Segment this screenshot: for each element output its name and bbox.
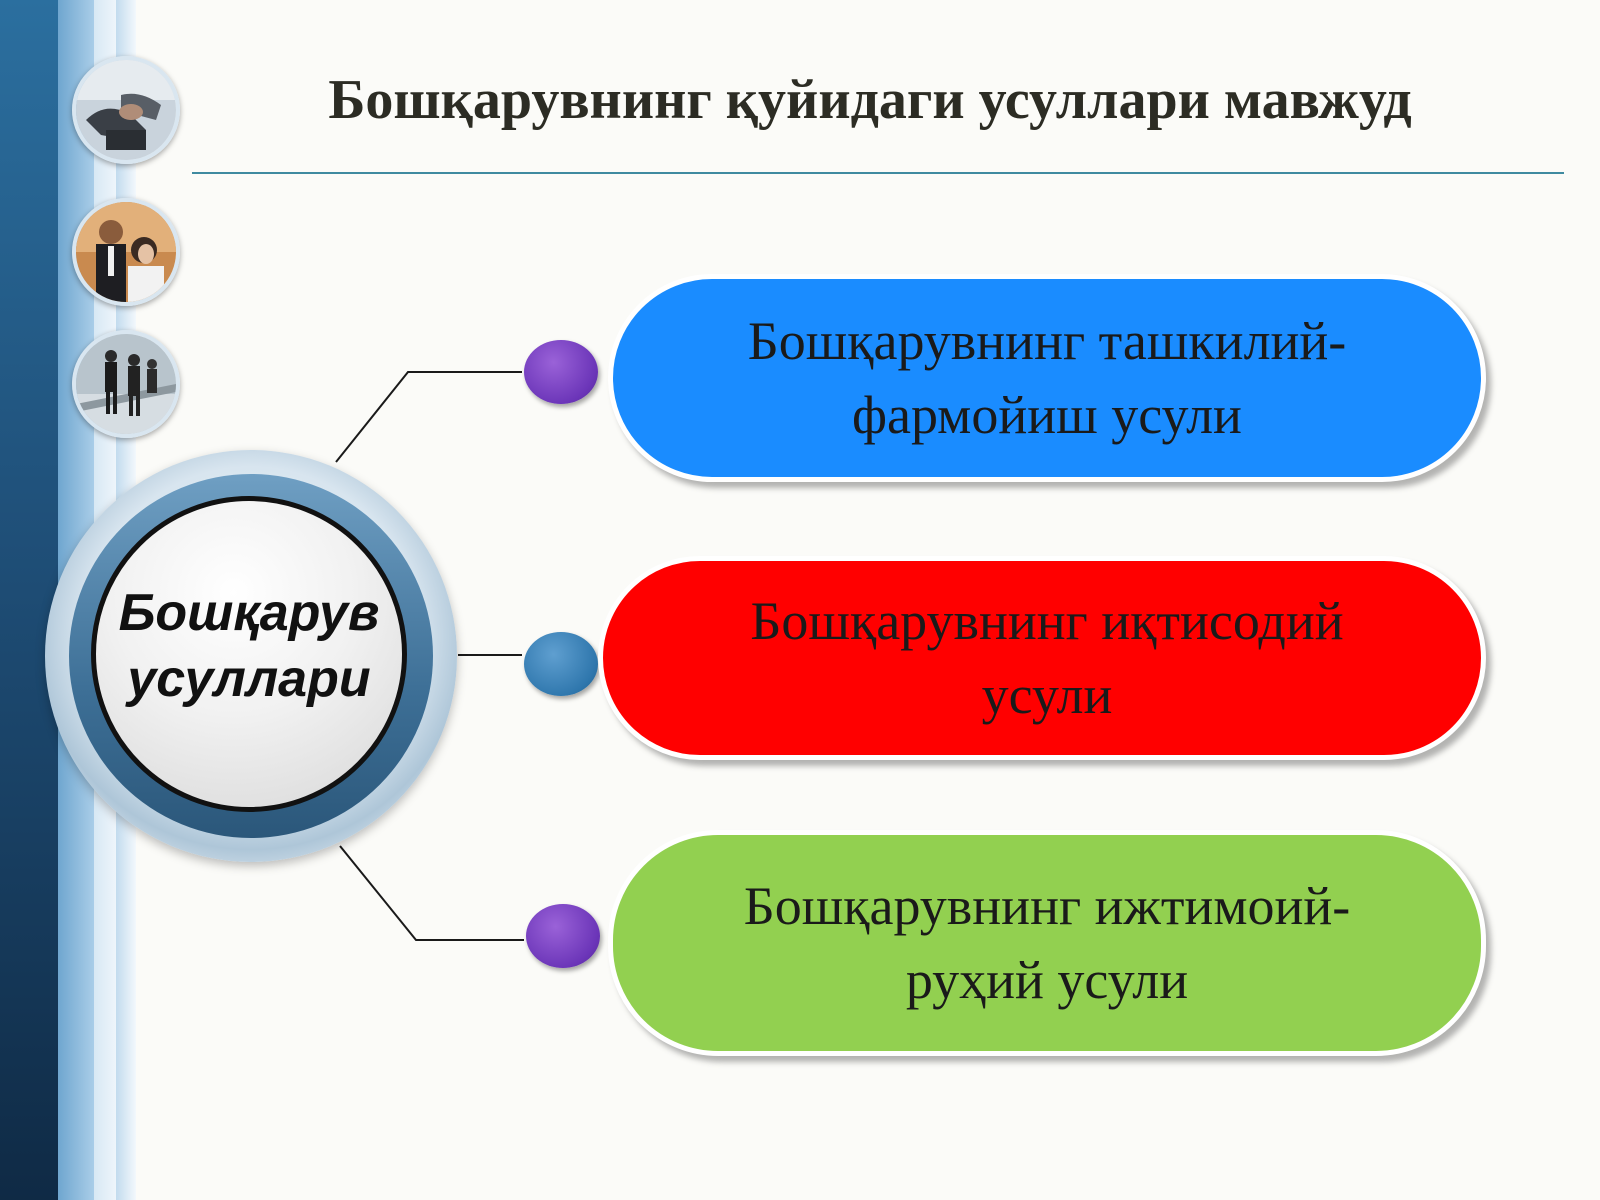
connector-dot-middle <box>524 632 598 696</box>
method-social-line1: Бошқарувнинг ижтимоий- <box>743 876 1351 936</box>
title-divider <box>192 172 1564 174</box>
method-organizational-line2: фармойиш усули <box>852 385 1242 445</box>
method-box-organizational: Бошқарувнинг ташкилий- фармойиш усули <box>608 274 1486 482</box>
method-box-economic: Бошқарувнинг иқтисодий усули <box>598 556 1486 760</box>
hub-label: Бошқарув усуллари <box>91 580 407 712</box>
method-organizational-line1: Бошқарувнинг ташкилий- <box>747 311 1347 371</box>
connector-dot-top <box>524 340 598 404</box>
hub-center-disc <box>91 496 407 812</box>
side-band-dark <box>0 0 58 1200</box>
connector-dot-bottom <box>526 904 600 968</box>
method-economic-line2: усули <box>981 665 1113 725</box>
slide-title: Бошқарувнинг қуйидаги усуллари мавжуд <box>328 69 1412 131</box>
hub-label-line2: усуллари <box>127 650 371 708</box>
method-box-social-psychological: Бошқарувнинг ижтимоий- руҳий усули <box>608 830 1486 1056</box>
method-social-line2: руҳий усули <box>905 950 1189 1010</box>
business-handshake-photo <box>72 56 180 164</box>
hub-label-line1: Бошқарув <box>118 584 380 642</box>
connector-top <box>335 371 522 463</box>
connector-bottom <box>339 845 524 941</box>
method-economic-line1: Бошқарувнинг иқтисодий <box>750 591 1344 651</box>
business-people-meeting-photo <box>72 198 180 306</box>
